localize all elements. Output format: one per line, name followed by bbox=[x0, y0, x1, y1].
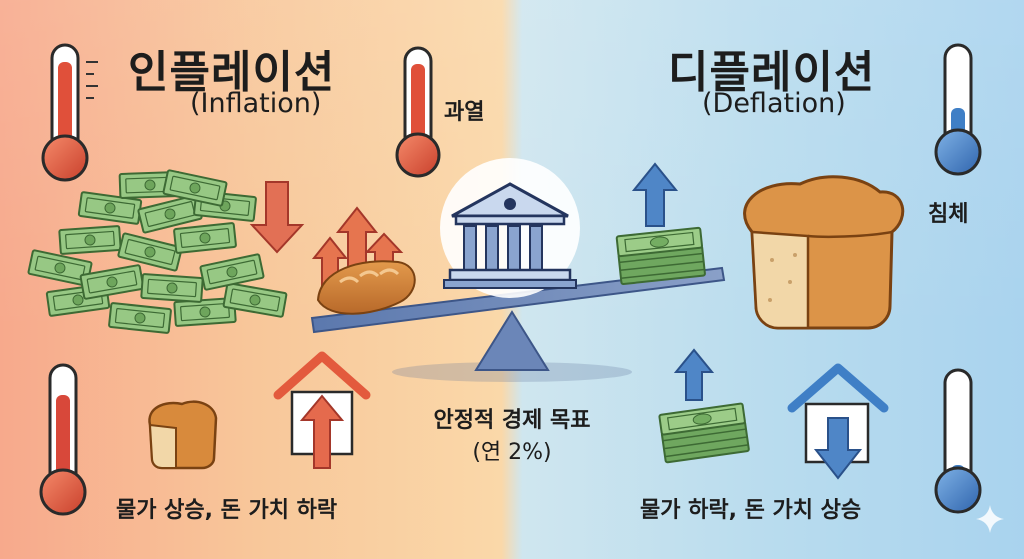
inflation-caption: 물가 상승, 돈 가치 하락 bbox=[116, 498, 338, 523]
arrow-up-icon-money-bottom bbox=[673, 348, 715, 401]
stable-goal-rate: (연 2%) bbox=[472, 440, 552, 465]
thermometer-icon-cold-bottom bbox=[934, 368, 982, 514]
bread-icon-seesaw bbox=[316, 260, 416, 315]
bread-icon-small bbox=[148, 400, 218, 470]
bread-icon-large bbox=[743, 175, 905, 330]
inflation-title: 인플레이션 bbox=[128, 47, 336, 98]
inflation-subtitle: (Inflation) bbox=[190, 88, 322, 119]
thermometer-icon-overheat bbox=[395, 46, 441, 178]
recession-label: 침체 bbox=[928, 202, 969, 227]
deflation-subtitle: (Deflation) bbox=[702, 88, 846, 119]
deflation-title: 디플레이션 bbox=[668, 47, 876, 98]
thermometer-icon-cold-top bbox=[934, 43, 982, 176]
thermometer-icon-hot-bottom bbox=[39, 363, 87, 516]
arrow-up-icon-money-value bbox=[631, 162, 679, 227]
arrow-down-icon-money bbox=[249, 181, 305, 254]
house-icon-deflation bbox=[787, 363, 889, 480]
thermometer-icon-hot-top bbox=[41, 43, 98, 182]
money-stack-icon-bottom bbox=[658, 402, 751, 464]
house-icon-inflation bbox=[273, 351, 371, 469]
overheat-label: 과열 bbox=[444, 100, 485, 125]
money-pile-icon bbox=[27, 169, 288, 335]
sparkle-icon bbox=[976, 505, 1004, 533]
deflation-caption: 물가 하락, 돈 가치 상승 bbox=[640, 498, 862, 523]
money-stack-icon-seesaw bbox=[615, 226, 707, 286]
stable-goal-label: 안정적 경제 목표 bbox=[433, 408, 591, 433]
central-bank-icon bbox=[440, 158, 580, 298]
